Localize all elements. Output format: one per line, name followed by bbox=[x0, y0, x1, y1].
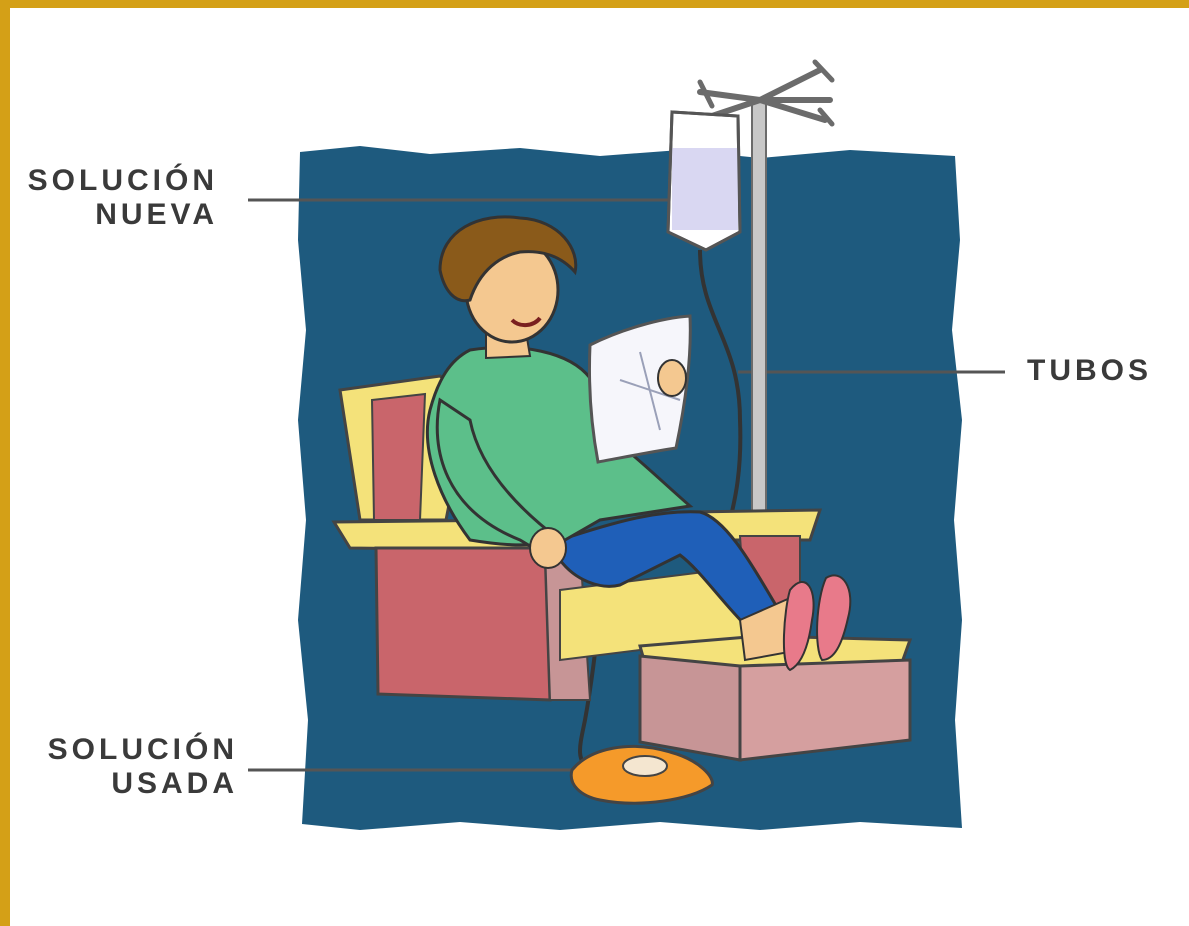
label-used-solution-line-2: USADA bbox=[111, 767, 238, 800]
label-used-solution: SOLUCIÓN USADA bbox=[40, 733, 238, 801]
frame-top-border bbox=[0, 0, 1189, 8]
label-tubes: TUBOS bbox=[1027, 354, 1152, 387]
frame-left-border bbox=[0, 0, 10, 926]
new-solution-bag bbox=[666, 110, 742, 252]
label-used-solution-line-1: SOLUCIÓN bbox=[47, 733, 238, 766]
iv-pole bbox=[697, 59, 835, 519]
label-new-solution: SOLUCIÓN NUEVA bbox=[22, 164, 218, 232]
label-new-solution-line-2: NUEVA bbox=[95, 198, 218, 231]
used-solution-bag bbox=[569, 745, 714, 805]
tube-line bbox=[698, 249, 743, 521]
patient-figure bbox=[425, 215, 852, 672]
label-new-solution-line-1: SOLUCIÓN bbox=[27, 164, 218, 197]
